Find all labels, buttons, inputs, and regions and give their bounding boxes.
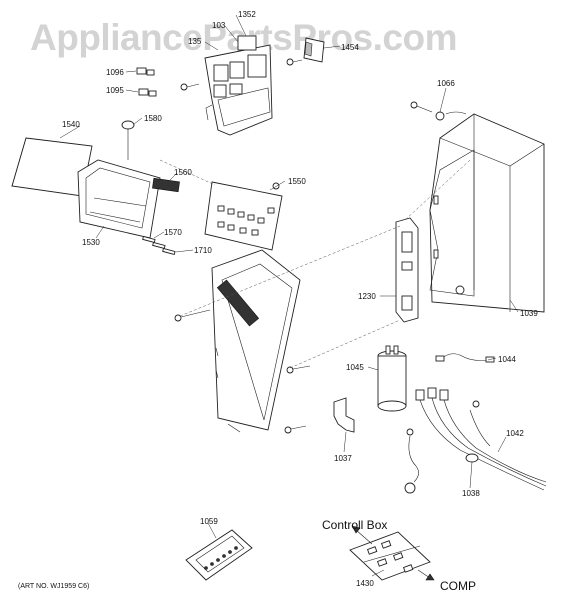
callout-1580: 1580	[144, 114, 162, 123]
wiring-label-1430	[349, 531, 431, 581]
bracket-1037	[333, 397, 355, 433]
control-board-assembly	[204, 35, 273, 136]
housing-1039	[429, 113, 545, 313]
callout-1550: 1550	[288, 177, 306, 186]
callout-1353: 103	[212, 21, 226, 30]
screw-1066	[410, 101, 467, 121]
callout-1351: 135	[188, 37, 202, 46]
callout-1570: 1570	[164, 228, 182, 237]
callout-1454: 1454	[341, 43, 359, 52]
relay-1454	[303, 37, 325, 63]
callout-1059: 1059	[200, 517, 218, 526]
control-box-chassis	[211, 249, 301, 433]
ground-wire	[404, 428, 419, 494]
capacitor-1045	[377, 345, 407, 412]
annotation-arrows	[351, 525, 435, 581]
comp-annotation: COMP	[440, 579, 476, 593]
callout-1066: 1066	[437, 79, 455, 88]
callout-1560: 1560	[174, 168, 192, 177]
pins-1570-1710	[142, 235, 176, 256]
callout-1037: 1037	[334, 454, 352, 463]
screws-top	[180, 58, 303, 91]
control-box-annotation: Controll Box	[322, 518, 387, 532]
capacitor-bracket-1230	[395, 217, 419, 323]
art-number: (ART NO. WJ1959 C6)	[18, 583, 89, 590]
callout-1042: 1042	[506, 429, 524, 438]
callout-1096: 1096	[106, 68, 124, 77]
callout-1710: 1710	[194, 246, 212, 255]
callout-1430: 1430	[356, 579, 374, 588]
callout-1230: 1230	[358, 292, 376, 301]
screws-center	[174, 309, 311, 434]
callout-1530: 1530	[82, 238, 100, 247]
leader-lines	[59, 14, 519, 577]
callout-1039: 1039	[520, 309, 538, 318]
keypad-board-1550	[204, 181, 283, 251]
connectors-1096-1095	[136, 67, 157, 97]
strip-1560	[152, 177, 180, 193]
callout-1045: 1045	[346, 363, 364, 372]
callout-1095: 1095	[106, 86, 124, 95]
callout-1044: 1044	[498, 355, 516, 364]
wire-harness-1042	[415, 387, 547, 491]
knob-1580	[121, 120, 135, 160]
remote-control-1059	[185, 529, 253, 581]
callout-labels: 1352 135 103 1454 1096 1095 1066 1540 15…	[62, 10, 538, 588]
callout-1540: 1540	[62, 120, 80, 129]
callout-1352: 1352	[238, 10, 256, 19]
wire-1044	[435, 353, 495, 363]
front-frame-1530	[77, 159, 161, 239]
callout-1038: 1038	[462, 489, 480, 498]
